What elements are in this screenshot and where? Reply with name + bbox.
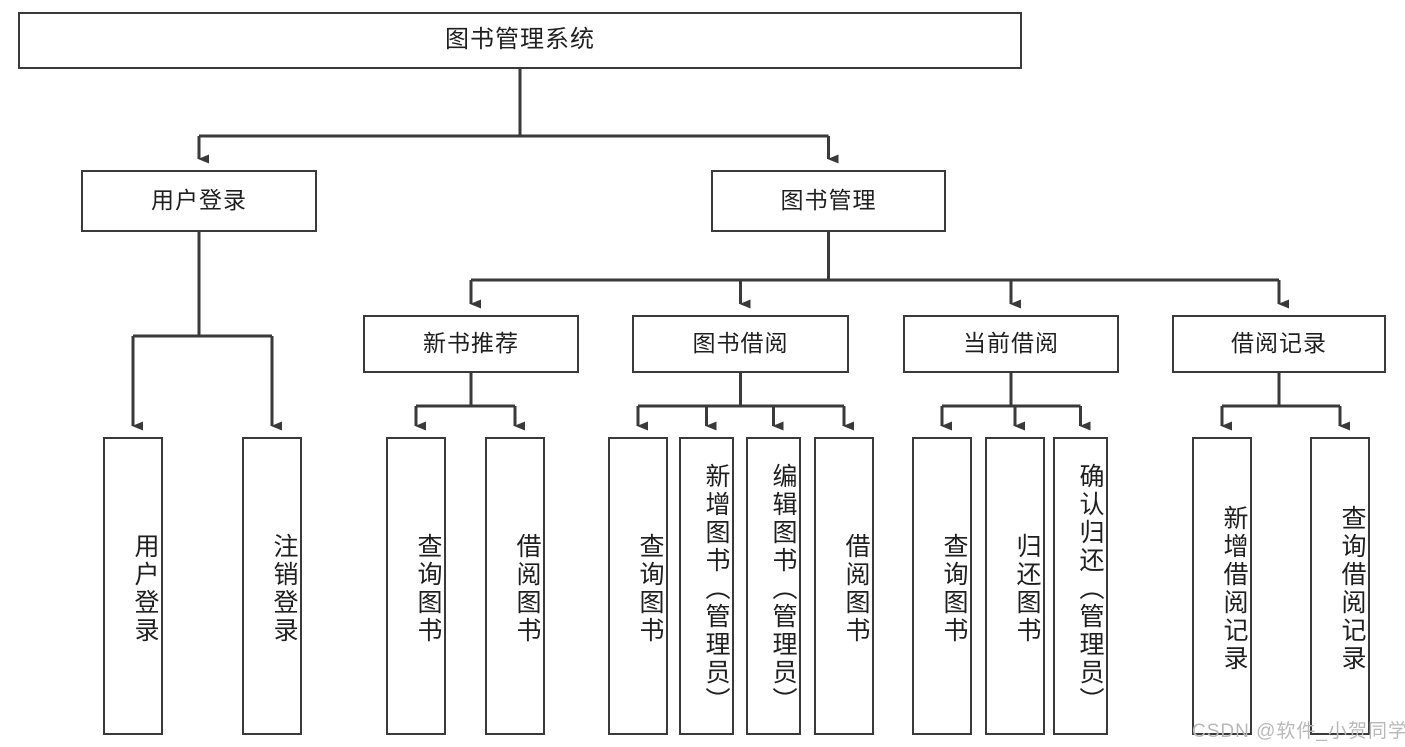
node-root: 图书管理系统 bbox=[18, 12, 1022, 69]
node-label-leaf-confirm-return: 确认归还（管理员） bbox=[1076, 463, 1104, 715]
node-leaf-query-book-2: 查询图书 bbox=[608, 437, 668, 735]
node-label-borrow-record: 借阅记录 bbox=[1231, 330, 1327, 357]
node-leaf-borrow-book-2: 借阅图书 bbox=[814, 437, 874, 735]
node-label-book-manage: 图书管理 bbox=[780, 187, 877, 214]
node-label-leaf-borrow-book-2: 借阅图书 bbox=[842, 533, 870, 645]
node-label-leaf-borrow-book-1: 借阅图书 bbox=[513, 533, 541, 645]
node-label-leaf-user-login: 用户登录 bbox=[131, 533, 159, 645]
node-leaf-query-book-1: 查询图书 bbox=[386, 437, 446, 735]
node-label-user-login: 用户登录 bbox=[151, 187, 247, 214]
node-label-leaf-query-book-3: 查询图书 bbox=[940, 533, 968, 645]
node-label-leaf-return-book: 归还图书 bbox=[1013, 533, 1041, 645]
node-label-current-borrow: 当前借阅 bbox=[963, 330, 1059, 357]
node-label-leaf-add-record: 新增借阅记录 bbox=[1220, 505, 1248, 673]
node-label-leaf-query-book-1: 查询图书 bbox=[414, 533, 442, 645]
node-leaf-add-book: 新增图书（管理员） bbox=[679, 437, 734, 735]
node-new-book-recommend: 新书推荐 bbox=[363, 315, 579, 373]
node-leaf-query-record: 查询借阅记录 bbox=[1310, 437, 1370, 735]
node-book-borrow: 图书借阅 bbox=[632, 315, 849, 373]
node-leaf-borrow-book-1: 借阅图书 bbox=[485, 437, 545, 735]
node-label-leaf-logout: 注销登录 bbox=[270, 533, 298, 645]
node-label-root: 图书管理系统 bbox=[445, 26, 595, 54]
node-label-leaf-query-book-2: 查询图书 bbox=[636, 533, 664, 645]
node-leaf-query-book-3: 查询图书 bbox=[912, 437, 972, 735]
node-user-login: 用户登录 bbox=[81, 170, 317, 232]
watermark-text: CSDN @软件_小贺同学 bbox=[1192, 721, 1405, 742]
node-leaf-add-record: 新增借阅记录 bbox=[1192, 437, 1252, 735]
node-leaf-logout: 注销登录 bbox=[242, 437, 302, 735]
node-label-book-borrow: 图书借阅 bbox=[692, 330, 789, 357]
node-label-new-book-recommend: 新书推荐 bbox=[423, 330, 519, 357]
node-book-manage: 图书管理 bbox=[711, 170, 946, 232]
node-leaf-edit-book: 编辑图书（管理员） bbox=[746, 437, 801, 735]
node-leaf-user-login: 用户登录 bbox=[103, 437, 163, 735]
node-borrow-record: 借阅记录 bbox=[1172, 315, 1386, 373]
node-label-leaf-query-record: 查询借阅记录 bbox=[1338, 505, 1366, 673]
node-label-leaf-add-book: 新增图书（管理员） bbox=[702, 463, 730, 715]
node-current-borrow: 当前借阅 bbox=[903, 315, 1119, 373]
node-label-leaf-edit-book: 编辑图书（管理员） bbox=[769, 463, 797, 715]
node-leaf-confirm-return: 确认归还（管理员） bbox=[1053, 437, 1108, 735]
node-leaf-return-book: 归还图书 bbox=[985, 437, 1045, 735]
